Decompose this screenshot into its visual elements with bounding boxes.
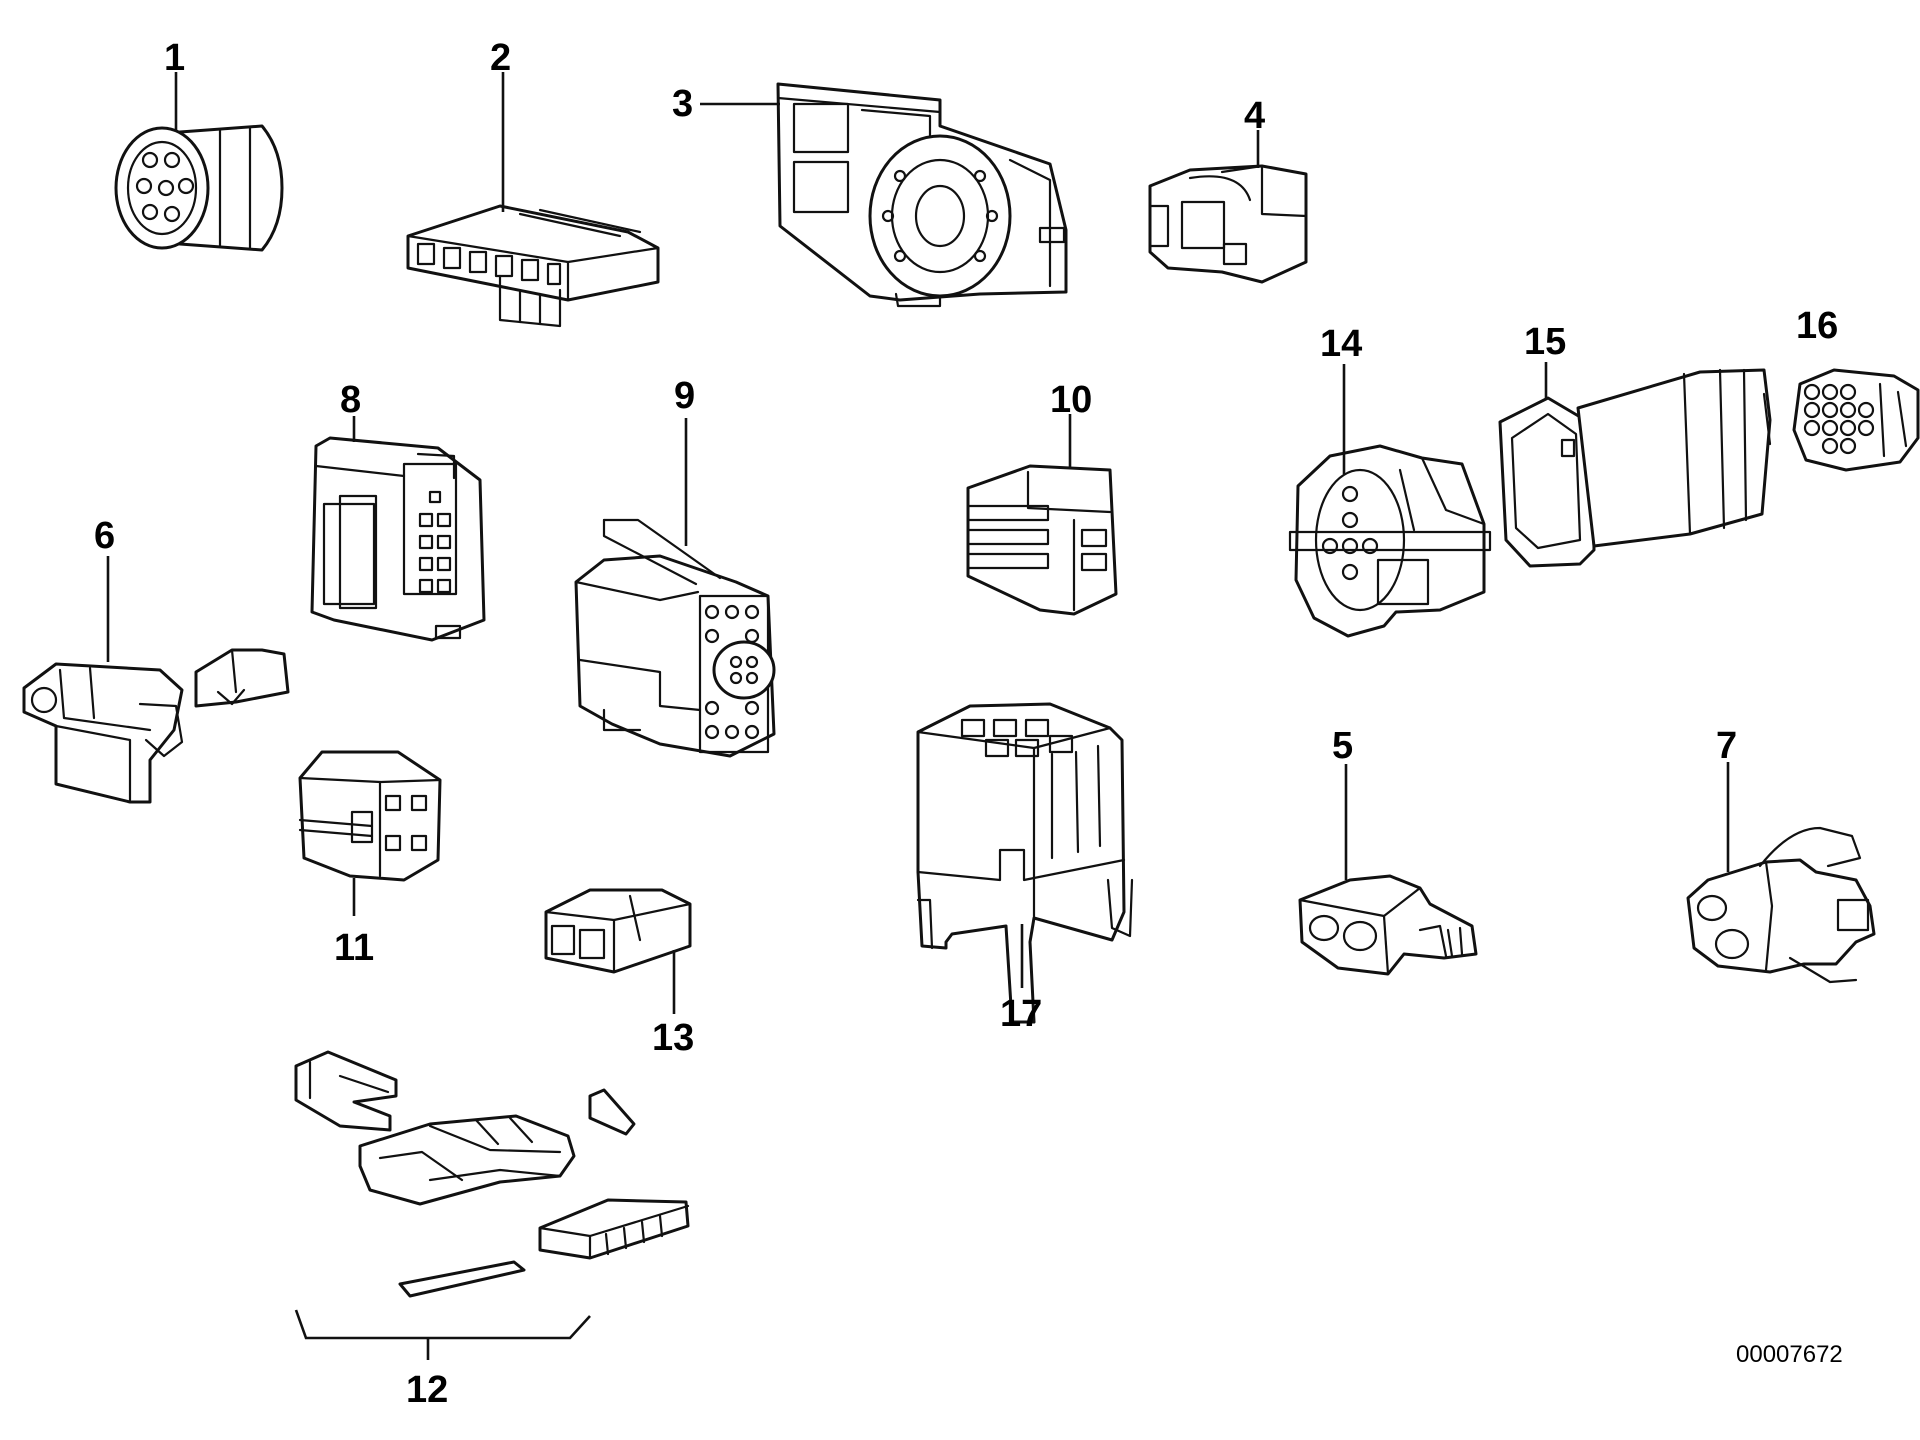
part-label-12: 12: [406, 1369, 448, 1411]
part-label-3: 3: [672, 83, 693, 125]
part-14-angled-housing[interactable]: [1288, 444, 1492, 638]
part-label-11: 11: [334, 927, 374, 969]
part-4-small-housing[interactable]: [1148, 164, 1308, 284]
part-3-bracket-housing[interactable]: [776, 82, 1068, 308]
part-1-round-connector[interactable]: [114, 124, 284, 252]
part-15-sealed-connector[interactable]: [1498, 368, 1772, 568]
part-label-1: 1: [164, 37, 185, 79]
part-16-pin-insert[interactable]: [1792, 368, 1920, 472]
part-label-17: 17: [1000, 993, 1042, 1035]
part-label-15: 15: [1524, 321, 1566, 363]
part-6-latch-connector[interactable]: [22, 648, 290, 804]
part-label-9: 9: [674, 375, 695, 417]
part-10-connector-block[interactable]: [966, 464, 1118, 616]
part-label-8: 8: [340, 379, 361, 421]
part-2-flat-connector[interactable]: [406, 204, 660, 328]
part-label-4: 4: [1244, 95, 1265, 137]
part-17-relay-housing[interactable]: [916, 702, 1134, 1024]
part-12-assortment-set[interactable]: [294, 1050, 690, 1298]
part-9-large-housing[interactable]: [574, 518, 776, 758]
part-label-5: 5: [1332, 725, 1353, 767]
part-label-14: 14: [1320, 323, 1362, 365]
part-7-round-two-pin[interactable]: [1686, 826, 1876, 984]
part-label-7: 7: [1716, 725, 1737, 767]
bracket-12: [294, 1309, 591, 1340]
part-label-6: 6: [94, 515, 115, 557]
part-5-two-pin-plug[interactable]: [1298, 874, 1478, 976]
part-label-13: 13: [652, 1017, 694, 1059]
diagram-reference-number: 00007672: [1736, 1341, 1843, 1368]
part-13-small-plug[interactable]: [544, 888, 692, 974]
part-11-small-housing[interactable]: [298, 750, 442, 882]
part-label-2: 2: [490, 37, 511, 79]
part-8-housing[interactable]: [310, 436, 486, 642]
part-label-16: 16: [1796, 305, 1838, 347]
part-label-10: 10: [1050, 379, 1092, 421]
